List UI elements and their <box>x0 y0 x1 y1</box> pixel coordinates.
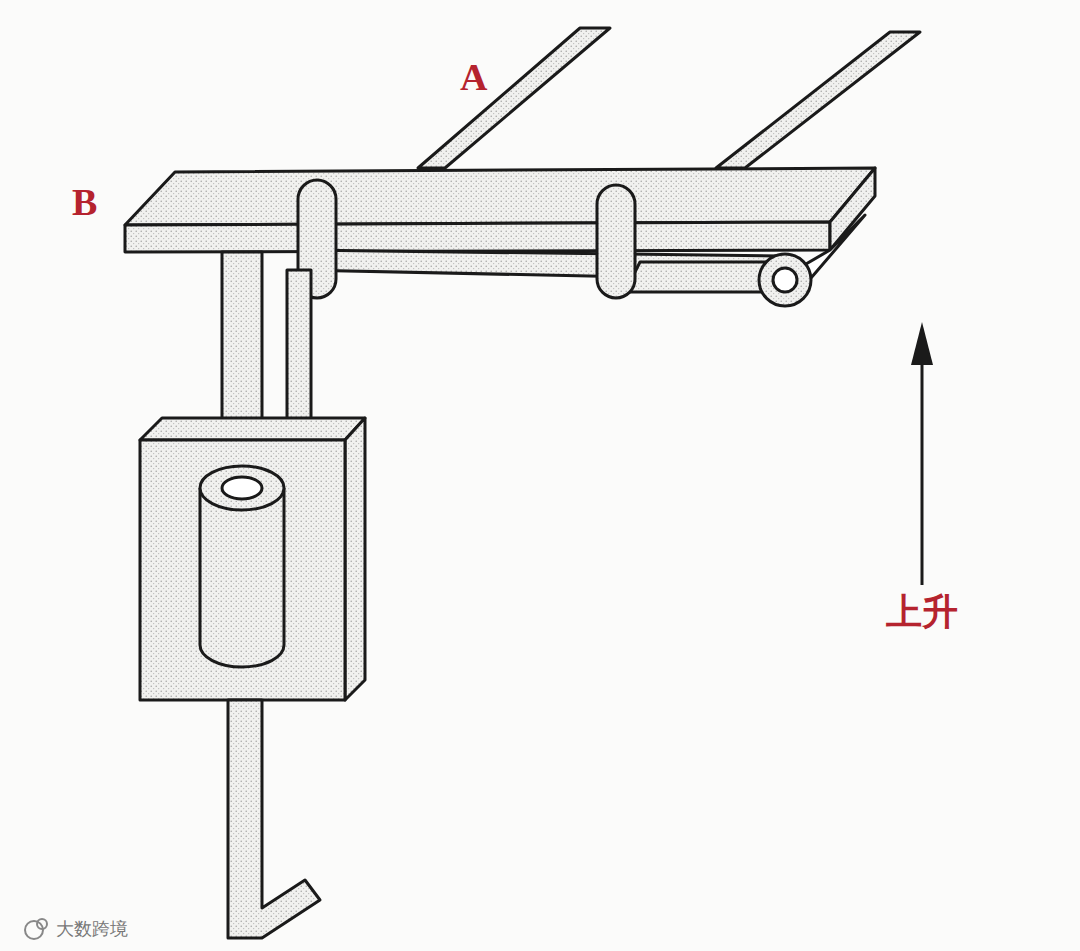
carriage-plate-side <box>830 168 875 250</box>
cylinder-bore <box>222 477 262 499</box>
vertical-rod <box>287 270 311 442</box>
collar <box>597 185 635 298</box>
block-side <box>345 418 365 700</box>
vertical-rod <box>222 252 262 442</box>
roller <box>759 254 811 306</box>
cylinder <box>200 488 284 667</box>
watermark: 大数跨境 <box>56 920 128 938</box>
direction-label: 上升 <box>886 594 958 630</box>
cylinder-top <box>200 466 284 510</box>
block-top <box>140 418 365 440</box>
hook-rod <box>228 700 320 938</box>
part-label: A <box>460 58 487 96</box>
lift-arrow <box>921 360 924 585</box>
part-label: B <box>72 183 97 221</box>
roller-hole <box>773 268 797 292</box>
guide-rail <box>716 32 920 168</box>
guide-rail <box>418 28 610 168</box>
arrow-head <box>911 322 933 365</box>
block-front <box>140 440 345 700</box>
carriage-plate-front <box>125 222 830 252</box>
bracket <box>625 262 780 292</box>
carriage-plate-top <box>125 168 875 225</box>
watermark-logo <box>25 919 47 939</box>
